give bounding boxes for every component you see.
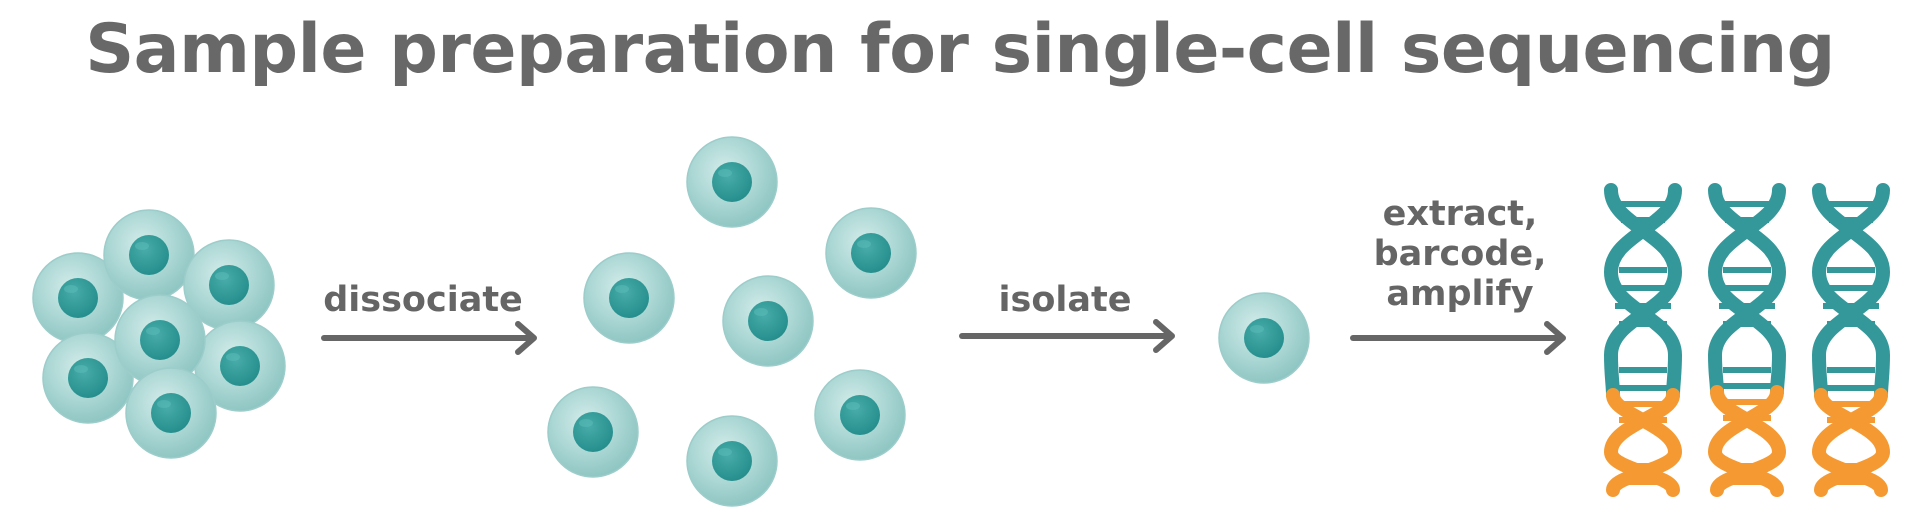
arrow-extract-barcode-amplify	[1350, 321, 1566, 355]
step-label-dissociate: dissociate	[323, 280, 523, 320]
tissue-cluster	[32, 209, 286, 459]
cell-icon	[686, 136, 778, 228]
cell-icon	[686, 415, 778, 507]
arrow-dissociate	[321, 321, 537, 355]
cell-icon	[583, 252, 675, 344]
step-label-extract-barcode-amplify: extract, barcode, amplify	[1360, 194, 1560, 314]
cell-icon	[825, 207, 917, 299]
cell-icon	[722, 275, 814, 367]
dna-helix-icon	[1707, 183, 1787, 497]
cell-icon	[125, 367, 217, 459]
dissociated-cells	[547, 136, 917, 507]
step-label-line: extract,	[1382, 194, 1538, 234]
single-cell	[1218, 292, 1310, 384]
cell-icon	[1218, 292, 1310, 384]
dna-helix-icon	[1811, 183, 1891, 497]
cell-icon	[103, 209, 195, 301]
arrow-isolate	[959, 319, 1175, 353]
dna-library	[1603, 183, 1891, 497]
dna-helix-icon	[1603, 183, 1683, 497]
diagram-title: Sample preparation for single-cell seque…	[85, 10, 1835, 89]
cell-icon	[547, 386, 639, 478]
step-label-line: barcode,	[1373, 234, 1547, 274]
cell-icon	[814, 369, 906, 461]
step-label-isolate: isolate	[998, 280, 1132, 320]
step-label-line: amplify	[1386, 274, 1534, 314]
